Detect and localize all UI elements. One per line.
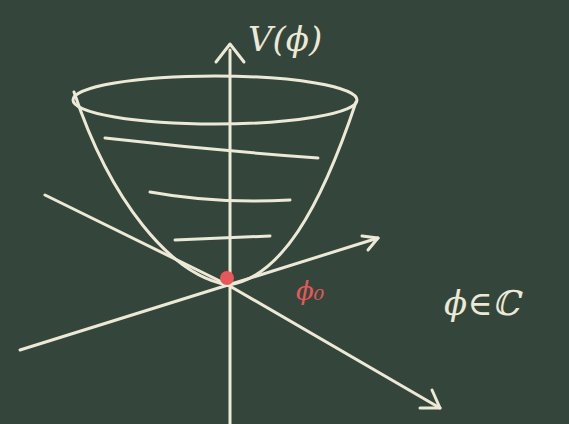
paraboloid-rim: [73, 76, 357, 124]
field-label: ϕ∈ℂ: [444, 286, 519, 320]
axis-arrowhead: [216, 44, 244, 62]
level-line: [105, 138, 318, 158]
axis-label: V(ϕ): [248, 22, 322, 56]
paraboloid-side: [74, 92, 228, 285]
axis-line: [228, 285, 440, 408]
point-label: ϕ₀: [296, 278, 324, 304]
axis-arrowhead: [420, 390, 440, 408]
minimum-point: [220, 271, 234, 285]
level-line: [150, 192, 290, 201]
level-line: [175, 236, 270, 240]
axis-line: [20, 285, 228, 350]
axis-arrowhead: [362, 236, 378, 250]
paraboloid-side: [228, 102, 356, 285]
